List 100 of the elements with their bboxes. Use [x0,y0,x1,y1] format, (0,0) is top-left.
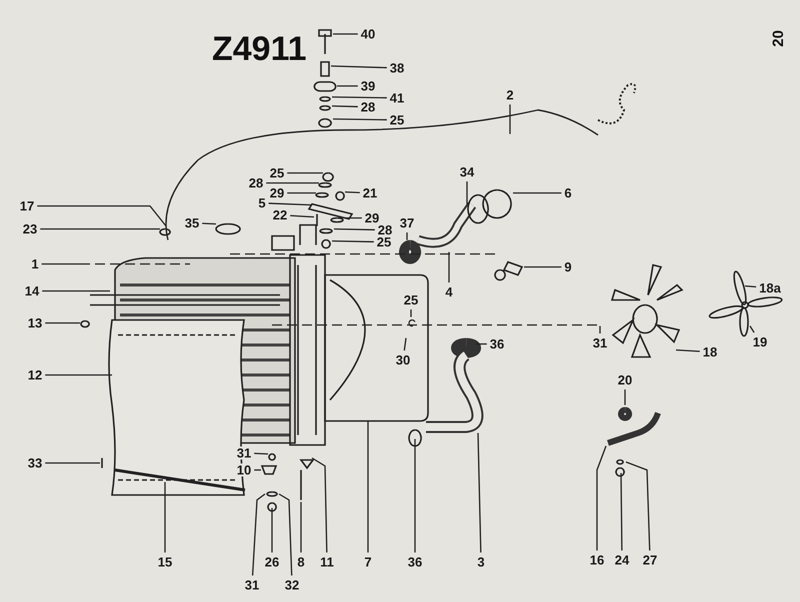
callout-number: 31 [592,336,608,350]
leader-line [744,285,756,288]
callout-number: 17 [20,200,34,212]
callout-number: 29 [364,212,380,224]
leader-line [287,172,323,174]
callout-number: 36 [408,556,422,568]
leader-line [337,85,358,87]
leader-line [254,452,268,455]
callout-number: 18 [702,346,718,358]
leader-line [410,310,412,317]
drawing-number: Z4911 [212,30,307,69]
callout-number: 37 [400,216,414,230]
callout-number: 40 [360,28,376,40]
callout-number: 18a [759,282,781,294]
callout-number: 16 [590,554,604,566]
leader-line [202,222,216,225]
callout-number: 34 [460,166,474,178]
leader-line [37,205,166,226]
leader-line [624,390,626,405]
leader-line [367,421,369,552]
callout-number: 6 [564,186,572,200]
callout-number: 26 [264,556,280,568]
leader-line [334,228,375,230]
leader-line [333,33,358,35]
callout-number: 4 [445,286,453,298]
leader-line [332,240,374,242]
leader-line [332,105,358,108]
leader-line [268,202,312,206]
callout-number: 31 [236,446,252,460]
leader-line [332,96,387,98]
callout-number: 7 [364,556,372,568]
leader-line [290,214,314,218]
callout-number: 25 [390,114,404,126]
callout-number: 27 [642,554,658,566]
callout-number: 13 [28,316,42,330]
leader-line [40,228,160,230]
leader-line [596,446,607,550]
callout-number: 41 [390,92,404,104]
leader-line [599,326,601,334]
callout-number: 12 [28,368,42,382]
leader-line [271,508,273,552]
leader-line [287,192,316,194]
leader-line [345,217,362,219]
callout-number: 15 [158,556,172,568]
leader-line [620,473,623,550]
callout-number: 31 [244,578,260,592]
leader-line [45,374,112,376]
callout-number: 10 [236,464,252,476]
callout-number: 35 [184,216,200,230]
leader-line [164,482,166,552]
callout-number: 25 [404,294,418,306]
callout-number: 11 [320,556,334,568]
page-number: 20 [770,30,787,47]
callout-number: 28 [248,176,264,190]
callout-number: 25 [376,236,392,248]
leader-line [42,290,110,292]
leader-line [300,502,302,552]
callout-number: 38 [390,62,404,74]
leader-line [404,338,407,351]
callout-number: 28 [378,224,392,236]
leader-line [330,65,387,68]
leader-line [266,182,319,184]
callout-number: 2 [506,88,514,102]
callout-number: 5 [258,196,266,210]
callout-number: 29 [270,186,284,200]
callout-number: 36 [490,338,504,350]
callout-number: 1 [31,258,39,270]
leader-line [466,182,468,204]
leader-line [45,322,80,324]
leader-line [524,266,562,268]
leader-line [749,326,755,333]
callout-number: 39 [360,80,376,92]
callout-number: 20 [618,374,632,386]
leader-line [312,457,328,553]
leader-line [513,192,562,194]
callout-number: 30 [396,354,410,366]
callout-number: 28 [360,100,376,114]
callout-number: 24 [614,554,630,566]
leader-line [333,118,387,120]
leader-line [254,469,261,471]
leader-line [414,439,416,552]
leader-line [626,461,650,551]
leader-line [477,432,482,553]
leader-line [45,462,100,464]
leader-line [344,191,360,194]
callout-number: 21 [362,186,378,200]
callout-number: 14 [24,284,40,298]
leader-line [509,104,511,134]
callout-number: 8 [297,556,305,568]
leader-line [278,493,292,576]
callout-number: 19 [752,336,768,348]
leader-line [42,263,80,265]
callout-number: 32 [284,578,300,592]
leader-line [448,252,450,282]
leader-line [476,343,487,345]
callout-number: 23 [22,222,38,236]
leader-line [676,349,700,352]
callout-number: 25 [270,166,284,180]
callout-number: 33 [28,456,42,470]
leader-line [252,493,266,576]
